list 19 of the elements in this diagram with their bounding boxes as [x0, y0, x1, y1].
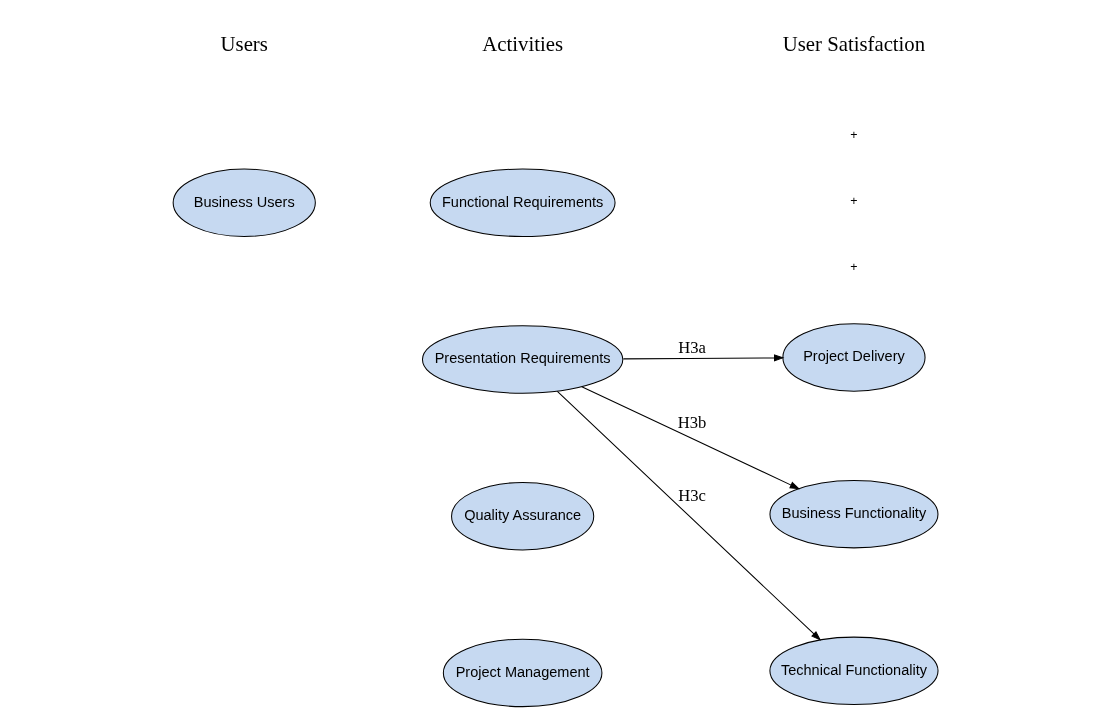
- arrow: [556, 390, 821, 641]
- label: Users: [220, 33, 268, 56]
- label: User Satisfaction: [782, 33, 925, 56]
- node-ellipse: Technical Functionality: [768, 636, 939, 706]
- label: Activities: [481, 33, 563, 56]
- label: +: [849, 260, 858, 275]
- label: +: [849, 193, 858, 208]
- node-ellipse: Project Management: [442, 638, 602, 708]
- node-ellipse: Functional Requirements: [429, 168, 616, 238]
- node-ellipse: Project Delivery: [781, 323, 926, 392]
- node-ellipse: Business Users: [172, 168, 316, 238]
- arrow: [622, 354, 784, 362]
- label: +: [849, 127, 858, 142]
- node-ellipse: Presentation Requirements: [421, 325, 623, 394]
- arrow: [580, 386, 800, 490]
- edge-label: H3b: [677, 412, 706, 432]
- edge-label: H3c: [677, 486, 706, 506]
- edge-label: H3a: [677, 338, 706, 358]
- node-ellipse: Quality Assurance: [450, 481, 594, 551]
